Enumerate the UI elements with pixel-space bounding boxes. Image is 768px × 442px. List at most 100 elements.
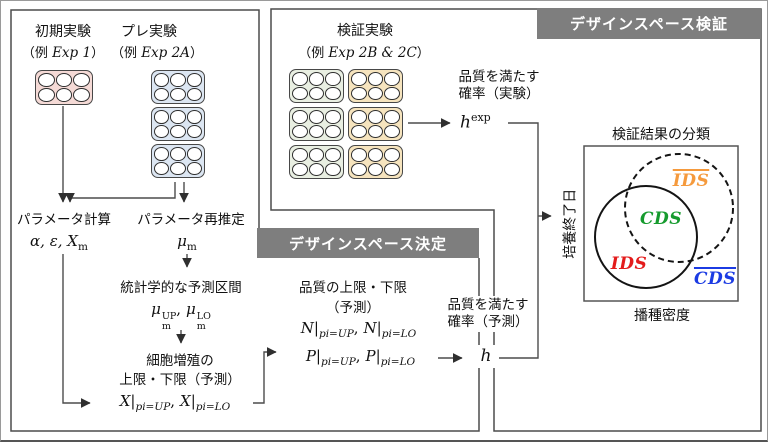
formula-h: h [473, 345, 499, 369]
arrow-xlimits-to-quality [253, 347, 277, 404]
well [367, 124, 384, 138]
cell-growth-label-1: 細胞増殖の [146, 353, 214, 369]
well [292, 162, 308, 176]
well [154, 124, 170, 138]
well [367, 110, 384, 124]
plate-verification-orange [348, 107, 403, 141]
well [308, 124, 325, 138]
prob-prediction-label: 品質を満たす確率（予測） [439, 296, 537, 332]
quality-limits-label-2: （予測） [326, 300, 380, 316]
subscript: pi=LO [380, 356, 416, 368]
region-label-cds: CDS [639, 209, 683, 229]
well [308, 162, 325, 176]
pipe: | [313, 319, 319, 337]
arrow-pre-to-paramcalc [65, 182, 176, 203]
subscript: pi=LO [381, 328, 417, 340]
var: μ [177, 232, 187, 250]
var: N [300, 319, 314, 337]
paren: ） [189, 46, 203, 61]
region-label-cds-bar: CDS [693, 269, 737, 289]
line2: 確率（実験） [458, 85, 540, 102]
line2: 確率（予測） [447, 313, 529, 330]
well [170, 161, 186, 175]
plate-initial-pink [35, 70, 93, 105]
var: N [363, 319, 377, 337]
plate-verification-green [289, 145, 344, 179]
well [73, 73, 90, 87]
well [351, 124, 367, 138]
well [367, 72, 384, 86]
well [38, 88, 55, 102]
superscript: UP [161, 311, 177, 322]
well [367, 148, 384, 162]
well [384, 148, 400, 162]
paren: （例 [111, 46, 142, 61]
solid-circle [594, 185, 698, 289]
pipe: | [130, 392, 136, 410]
var: h [460, 112, 471, 133]
well [308, 86, 325, 100]
verification-box-outline [270, 8, 762, 432]
line-hexp-h-junction [496, 122, 539, 359]
plate-pre-blue [151, 107, 205, 141]
well [186, 73, 202, 87]
comma: , [355, 347, 361, 365]
well [384, 72, 400, 86]
formula-p-limits: P|pi=UP,P|pi=LO [283, 347, 438, 369]
param-calc-label: パラメータ計算 [16, 212, 112, 228]
determination-box-outline [10, 9, 480, 432]
pre-experiment-subtitle: （例 Exp 2A） [103, 45, 211, 62]
paren: ） [416, 46, 430, 61]
initial-experiment-title: 初期実験 [35, 24, 91, 40]
paren: （例 [21, 46, 53, 61]
comma: , [353, 319, 359, 337]
well [384, 124, 400, 138]
well [292, 124, 308, 138]
well [55, 73, 73, 87]
formula-x-limits: X|pi=UP,X|pi=LO [95, 392, 255, 414]
well [154, 161, 170, 175]
well [308, 72, 325, 86]
well [154, 73, 170, 87]
well [308, 148, 325, 162]
initial-experiment-subtitle: （例 Exp 1） [9, 45, 117, 62]
plate-verification-orange [348, 69, 403, 103]
pre-experiment-title: プレ実験 [121, 24, 177, 40]
x-axis-label: 播種密度 [634, 308, 690, 324]
well [384, 86, 400, 100]
well [154, 87, 170, 101]
well [186, 161, 202, 175]
well [186, 124, 202, 138]
exp-id: Exp 2A [141, 45, 190, 61]
well [325, 124, 341, 138]
subscript: m [186, 241, 197, 253]
prob-experiment-label: 品質を満たす確率（実験） [453, 69, 545, 103]
line1: 品質を満たす [447, 297, 529, 313]
subscript: pi=UP [320, 356, 356, 368]
var: α, ε, X [30, 232, 78, 250]
subscript: m [161, 320, 171, 332]
well [292, 72, 308, 86]
plate-verification-orange [348, 145, 403, 179]
plate-verification-green [289, 107, 344, 141]
classification-plot-frame [583, 145, 739, 302]
well [384, 162, 400, 176]
well [170, 147, 186, 161]
exp-id: Exp 1 [52, 45, 92, 61]
var: μ [151, 300, 161, 318]
banner-design-space-verification: デザインスペース検証 [537, 8, 761, 39]
exp-id: Exp 2B & 2C [328, 45, 417, 61]
verification-experiment-subtitle: （例 Exp 2B & 2C） [289, 45, 439, 62]
region-label-ids-bar: IDS [672, 171, 710, 191]
pipe: | [190, 392, 196, 410]
well [292, 86, 308, 100]
formula-alpha-epsilon-xm: α, ε, Xm [19, 232, 99, 254]
formula-n-limits: N|pi=UP,N|pi=LO [281, 319, 436, 341]
subscript: pi=UP [318, 328, 354, 340]
subscript: m [77, 241, 88, 253]
well [170, 87, 186, 101]
well [170, 110, 186, 124]
